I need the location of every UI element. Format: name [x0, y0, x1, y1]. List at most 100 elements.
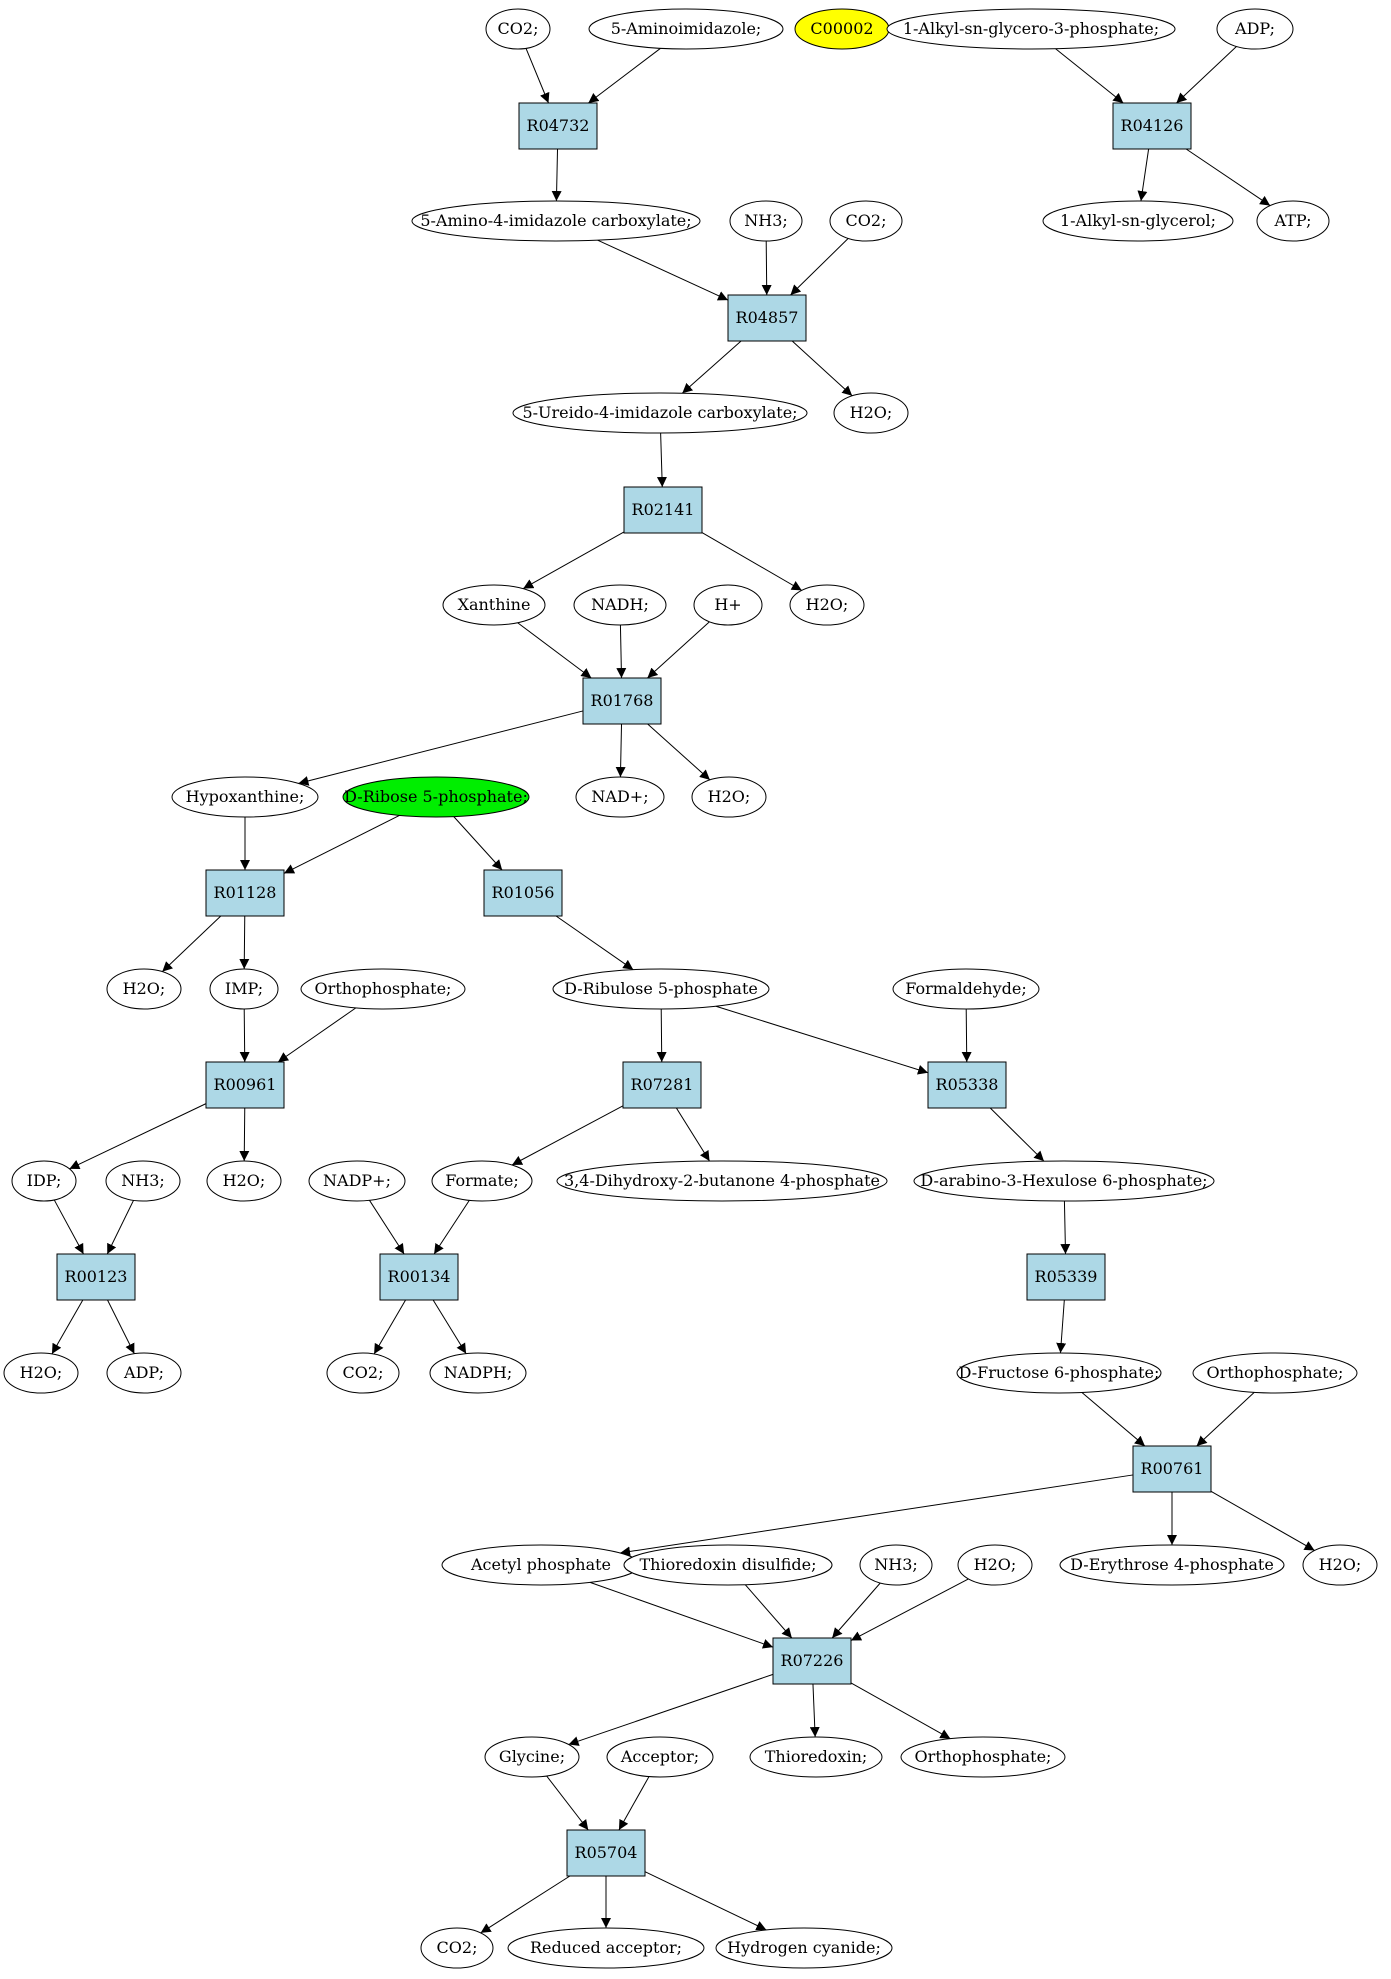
compound-node-alkylgp[interactable]: 1-Alkyl-sn-glycero-3-phosphate; [886, 8, 1176, 50]
compound-node-formate[interactable]: Formate; [431, 1160, 533, 1202]
edge-R00961-to-h2o_5 [239, 1107, 250, 1162]
reaction-node-R07226[interactable]: R07226 [772, 1637, 852, 1685]
compound-node-fructose6p[interactable]: D-Fructose 6-phosphate; [956, 1352, 1162, 1394]
compound-node-h2o-6[interactable]: H2O; [3, 1352, 79, 1394]
edge-R00134-to-co2_3 [373, 1299, 407, 1355]
compound-node-h2o-4[interactable]: H2O; [106, 968, 182, 1010]
compound-ellipse [691, 776, 767, 818]
compound-node-orthophosphate-2[interactable]: Orthophosphate; [1192, 1352, 1358, 1394]
edge-glycine-to-R05704 [546, 1775, 589, 1831]
reaction-node-R02141[interactable]: R02141 [623, 486, 703, 534]
compound-node-idp[interactable]: IDP; [11, 1160, 77, 1202]
compound-node-xanthine[interactable]: Xanthine [442, 584, 546, 626]
reaction-node-R04857[interactable]: R04857 [727, 294, 807, 342]
reaction-node-R01128[interactable]: R01128 [205, 869, 285, 917]
compound-node-hplus[interactable]: H+ [693, 584, 763, 626]
compound-node-acceptor[interactable]: Acceptor; [606, 1736, 714, 1778]
compound-node-h2o-1[interactable]: H2O; [833, 392, 909, 434]
compound-ellipse [507, 1927, 705, 1969]
edge-R00961-to-idp [69, 1103, 207, 1170]
compound-node-nadplus[interactable]: NAD+; [575, 776, 665, 818]
reaction-node-R01056[interactable]: R01056 [483, 869, 563, 917]
compound-node-ribulose5p[interactable]: D-Ribulose 5-phosphate [552, 968, 770, 1010]
compound-node-imp[interactable]: IMP; [209, 968, 279, 1010]
compound-node-h2o-5[interactable]: H2O; [206, 1160, 282, 1202]
reaction-node-R05704[interactable]: R05704 [566, 1829, 646, 1877]
compound-node-h2o-3[interactable]: H2O; [691, 776, 767, 818]
compound-label: Thioredoxin; [765, 1747, 868, 1766]
compound-label: Acetyl phosphate [470, 1555, 611, 1574]
edge-nadpplus-to-R00134 [369, 1200, 405, 1255]
reaction-node-R07281[interactable]: R07281 [622, 1061, 702, 1109]
compound-node-nh3-1[interactable]: NH3; [729, 200, 803, 242]
edge-orthophosphate_1-to-R00961 [277, 1007, 357, 1063]
edge-ribose5p-to-R01128 [283, 814, 400, 874]
edge-uica-to-R02141 [656, 432, 667, 488]
reaction-node-R00761[interactable]: R00761 [1132, 1445, 1212, 1493]
compound-label: ADP; [1234, 19, 1275, 38]
compound-node-co2-3[interactable]: CO2; [326, 1352, 400, 1394]
compound-node-adp-2[interactable]: ADP; [106, 1352, 182, 1394]
compound-ellipse [575, 776, 665, 818]
compound-node-c00002[interactable]: C00002 [794, 8, 890, 50]
compound-node-alkylglycerol[interactable]: 1-Alkyl-sn-glycerol; [1042, 200, 1234, 242]
compound-ellipse [556, 1160, 888, 1202]
compound-node-thioredoxin[interactable]: Thioredoxin; [749, 1736, 883, 1778]
edge-adp_1-to-R04126 [1176, 46, 1237, 104]
compound-node-thioredoxin-disulfide[interactable]: Thioredoxin disulfide; [623, 1544, 833, 1586]
compound-node-nadpplus[interactable]: NADP+; [308, 1160, 406, 1202]
compound-node-nadph[interactable]: NADPH; [429, 1352, 527, 1394]
reaction-box [56, 1253, 136, 1301]
reaction-node-R04732[interactable]: R04732 [518, 102, 598, 150]
reaction-node-R00123[interactable]: R00123 [56, 1253, 136, 1301]
compound-node-h2o-2[interactable]: H2O; [789, 584, 865, 626]
compound-node-adp-1[interactable]: ADP; [1216, 8, 1294, 50]
compound-node-ribose5p[interactable]: D-Ribose 5-phosphate; [342, 776, 530, 818]
reaction-box [1026, 1253, 1106, 1301]
edge-R05704-to-co2_4 [480, 1875, 571, 1934]
compound-node-formaldehyde[interactable]: Formaldehyde; [892, 968, 1040, 1010]
compound-node-nh3-2[interactable]: NH3; [105, 1160, 181, 1202]
compound-node-glycine[interactable]: Glycine; [484, 1736, 580, 1778]
reaction-label: R07281 [631, 1075, 694, 1094]
compound-node-nadh[interactable]: NADH; [573, 584, 667, 626]
compound-node-orthophosphate-1[interactable]: Orthophosphate; [300, 968, 466, 1010]
reaction-node-R05338[interactable]: R05338 [927, 1061, 1007, 1109]
compound-node-aica[interactable]: 5-Amino-4-imidazole carboxylate; [411, 200, 701, 242]
compound-node-h2o-8[interactable]: H2O; [1302, 1544, 1378, 1586]
compound-node-hexulose6p[interactable]: D-arabino-3-Hexulose 6-phosphate; [913, 1160, 1215, 1202]
reaction-box [205, 869, 285, 917]
reaction-node-R00961[interactable]: R00961 [205, 1061, 285, 1109]
reaction-node-R00134[interactable]: R00134 [379, 1253, 459, 1301]
compound-node-acetylphosphate[interactable]: Acetyl phosphate [441, 1544, 641, 1586]
reaction-node-R01768[interactable]: R01768 [582, 677, 662, 725]
compound-node-dhbp[interactable]: 3,4-Dihydroxy-2-butanone 4-phosphate [556, 1160, 888, 1202]
compound-node-atp[interactable]: ATP; [1256, 200, 1330, 242]
compound-label: NH3; [744, 211, 788, 230]
reaction-node-R05339[interactable]: R05339 [1026, 1253, 1106, 1301]
reaction-label: R00134 [388, 1267, 451, 1286]
compound-ellipse [693, 584, 763, 626]
compound-node-orthophosphate-3[interactable]: Orthophosphate; [900, 1736, 1066, 1778]
compound-node-aminoimidazole[interactable]: 5-Aminoimidazole; [588, 8, 784, 50]
compound-node-hypoxanthine[interactable]: Hypoxanthine; [171, 776, 319, 818]
compound-node-erythrose4p[interactable]: D-Erythrose 4-phosphate [1059, 1544, 1285, 1586]
compound-node-co2-2[interactable]: CO2; [829, 200, 903, 242]
compound-label: Orthophosphate; [315, 979, 452, 998]
edge-nh3_1-to-R04857 [761, 240, 772, 296]
compound-node-hcn[interactable]: Hydrogen cyanide; [715, 1927, 893, 1969]
reaction-box [727, 294, 807, 342]
reaction-node-R04126[interactable]: R04126 [1112, 102, 1192, 150]
compound-node-uica[interactable]: 5-Ureido-4-imidazole carboxylate; [512, 392, 808, 434]
edge-R04732-to-aica [551, 148, 562, 202]
edge-aminoimidazole-to-R04732 [588, 47, 661, 104]
compound-ellipse [308, 1160, 406, 1202]
reaction-label: R01768 [591, 691, 654, 710]
compound-node-co2-1[interactable]: CO2; [485, 8, 551, 50]
edge-hexulose6p-to-R05339 [1060, 1200, 1071, 1255]
compound-node-reduced-acceptor[interactable]: Reduced acceptor; [507, 1927, 705, 1969]
compound-node-nh3-3[interactable]: NH3; [859, 1544, 933, 1586]
compound-node-h2o-7[interactable]: H2O; [957, 1544, 1033, 1586]
compound-node-co2-4[interactable]: CO2; [420, 1927, 494, 1969]
compound-label: Orthophosphate; [915, 1747, 1052, 1766]
